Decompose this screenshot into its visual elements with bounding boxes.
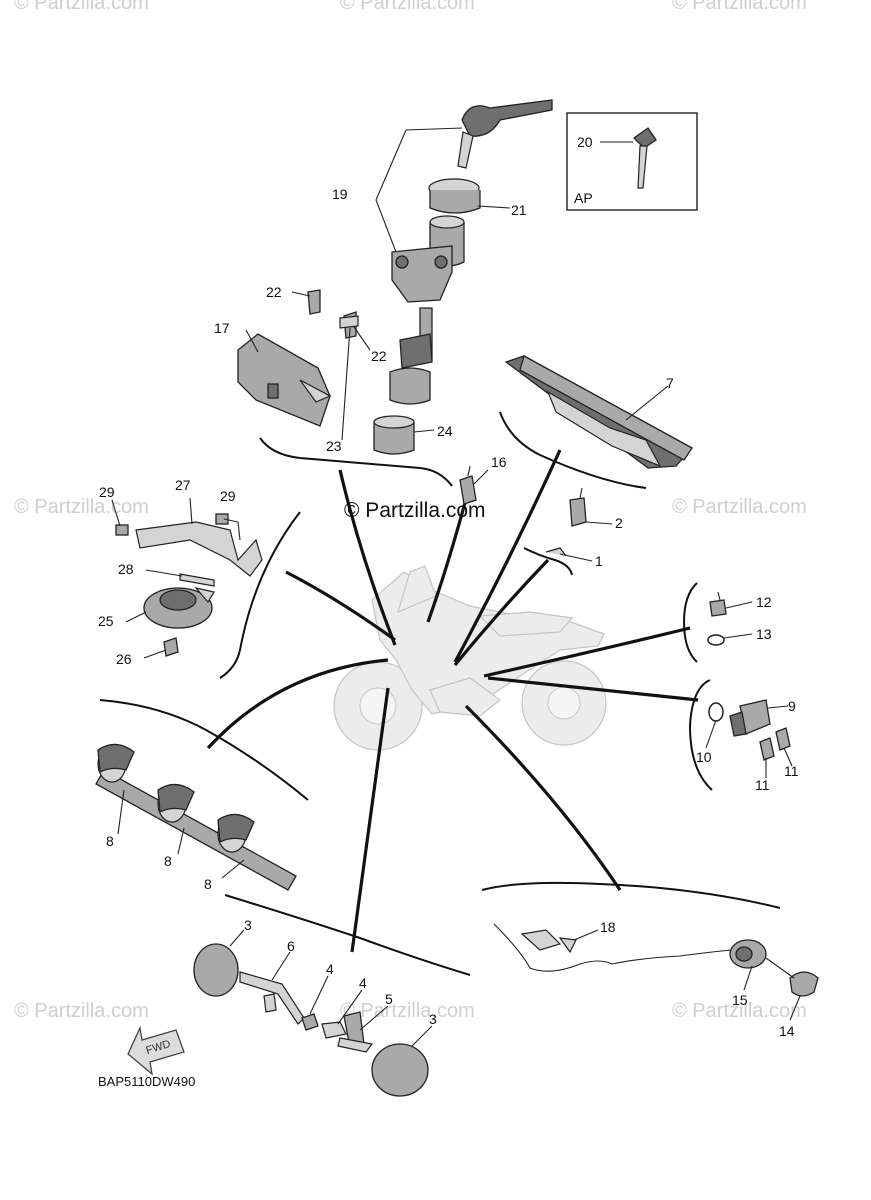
meter-7 xyxy=(504,355,694,469)
callout-17: 17 xyxy=(214,320,230,336)
sensor-wire-18-15-14 xyxy=(493,923,819,1021)
fwd-arrow-icon: FWD xyxy=(127,1025,185,1076)
callout-16: 16 xyxy=(491,454,507,470)
callout-5: 5 xyxy=(385,991,393,1007)
grommets-3-6-4-5 xyxy=(193,929,433,1097)
sensor-9-10-11 xyxy=(705,699,793,778)
callout-22b: 22 xyxy=(371,348,387,364)
callout-22a: 22 xyxy=(266,284,282,300)
callout-8b: 8 xyxy=(164,853,172,869)
sensors-16-2-1 xyxy=(459,465,613,562)
callout-15: 15 xyxy=(732,992,748,1008)
callout-29b: 29 xyxy=(220,488,236,504)
callout-9: 9 xyxy=(788,698,796,714)
callout-18: 18 xyxy=(600,919,616,935)
callout-20: 20 xyxy=(577,134,593,150)
callout-27: 27 xyxy=(175,477,191,493)
motorcycle-silhouette xyxy=(333,565,607,751)
horn-assembly xyxy=(111,497,263,659)
callout-11a: 11 xyxy=(784,763,799,779)
callout-28: 28 xyxy=(118,561,134,577)
callout-8c: 8 xyxy=(204,876,212,892)
callout-29a: 29 xyxy=(99,484,115,500)
group-brackets xyxy=(99,411,781,976)
callout-labels: 20 19 21 22 22 17 7 23 24 16 29 27 29 2 … xyxy=(98,134,799,1089)
diagram-code: BAP5110DW490 xyxy=(98,1074,195,1089)
watermark-bottom-right: © Partzilla.com xyxy=(672,1000,807,1022)
callout-8a: 8 xyxy=(106,833,114,849)
watermark-mid-left: © Partzilla.com xyxy=(14,496,149,518)
ignition-coils-8 xyxy=(95,743,297,891)
callout-23: 23 xyxy=(326,438,342,454)
callout-24: 24 xyxy=(437,423,453,439)
watermark-top-left: © Partzilla.com xyxy=(14,0,149,14)
callout-26: 26 xyxy=(116,651,132,667)
inset-label-ap: AP xyxy=(574,190,593,206)
ignition-switch-assembly xyxy=(291,99,553,405)
sensor-12-13 xyxy=(707,591,753,646)
callout-7: 7 xyxy=(666,375,674,391)
callout-4a: 4 xyxy=(326,961,334,977)
watermark-top-center: © Partzilla.com xyxy=(340,0,475,14)
callout-25: 25 xyxy=(98,613,114,629)
callout-11b: 11 xyxy=(755,777,770,793)
center-watermark: © Partzilla.com xyxy=(344,499,486,522)
watermark-bottom-left: © Partzilla.com xyxy=(14,1000,149,1022)
callout-3b: 3 xyxy=(429,1011,437,1027)
watermark-top-right: © Partzilla.com xyxy=(672,0,807,14)
callout-1: 1 xyxy=(595,553,603,569)
callout-6: 6 xyxy=(287,938,295,954)
callout-3a: 3 xyxy=(244,917,252,933)
callout-19: 19 xyxy=(332,186,348,202)
callout-14: 14 xyxy=(779,1023,795,1039)
inset-box-ap xyxy=(566,112,698,211)
bracket-17-assembly xyxy=(237,315,435,455)
watermark-bottom-center: © Partzilla.com xyxy=(340,1000,475,1022)
callout-2: 2 xyxy=(615,515,623,531)
watermark-mid-right: © Partzilla.com xyxy=(672,496,807,518)
callout-12: 12 xyxy=(756,594,772,610)
callout-13: 13 xyxy=(756,626,772,642)
callout-21: 21 xyxy=(511,202,527,218)
callout-10: 10 xyxy=(696,749,712,765)
callout-4b: 4 xyxy=(359,975,367,991)
